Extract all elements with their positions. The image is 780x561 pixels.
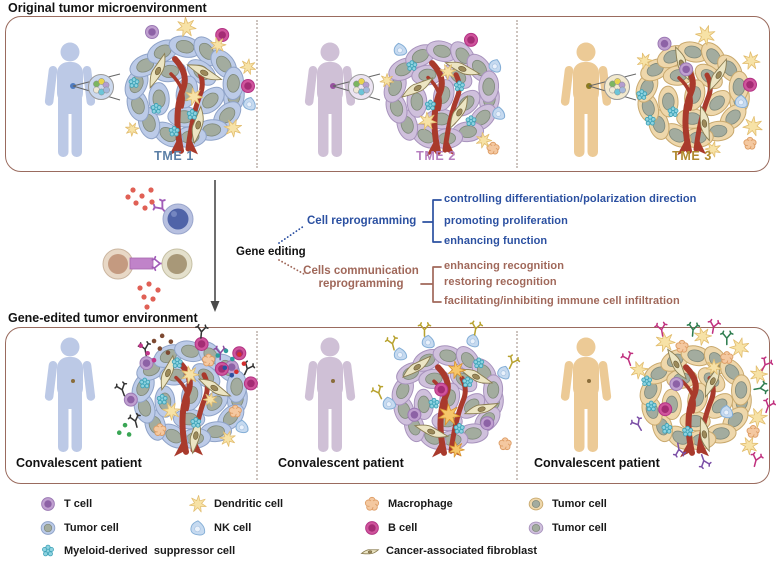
legend-item: Tumor cell bbox=[38, 518, 119, 538]
convalescent-patient-label: Convalescent patient bbox=[16, 456, 142, 470]
top-section-title: Original tumor microenvironment bbox=[8, 1, 207, 15]
nk-cell-icon bbox=[190, 520, 206, 536]
legend-label: T cell bbox=[64, 498, 93, 510]
legend-item: B cell bbox=[362, 518, 417, 538]
legend-item: Macrophage bbox=[362, 494, 453, 514]
label-line: Cells communication bbox=[303, 265, 419, 277]
legend-item: T cell bbox=[38, 494, 92, 514]
tree-item: restoring recognition bbox=[444, 276, 557, 288]
t-cell-icon bbox=[41, 497, 55, 511]
legend-item: NK cell bbox=[188, 518, 251, 538]
macrophage-icon bbox=[364, 496, 380, 511]
legend-item: Myeloid-derived suppressor cell bbox=[38, 541, 235, 561]
tme-2-label: TME 2 bbox=[416, 149, 456, 163]
panel-divider-icon bbox=[516, 20, 518, 168]
tree-item: enhancing function bbox=[444, 235, 548, 247]
gene-editing-label: Gene editing bbox=[236, 246, 306, 258]
label-line: reprogramming bbox=[318, 278, 404, 290]
legend-label: Tumor cell bbox=[552, 522, 607, 534]
legend-label: Tumor cell bbox=[64, 522, 119, 534]
caf-icon bbox=[360, 549, 380, 555]
cells-communication-reprogramming-label: Cells communication reprogramming bbox=[300, 265, 422, 291]
tme-1-label: TME 1 bbox=[154, 149, 194, 163]
tree-item: enhancing recognition bbox=[444, 260, 565, 272]
tree-item: promoting proliferation bbox=[444, 215, 568, 227]
legend-label: Macrophage bbox=[388, 498, 453, 510]
legend-label: Myeloid-derived suppressor cell bbox=[64, 545, 236, 557]
panel-divider-icon bbox=[256, 331, 258, 480]
tumor-cell-tan-icon bbox=[528, 497, 544, 511]
tree-item: facilitating/inhibiting immune cell infi… bbox=[444, 295, 680, 307]
legend-item: Cancer-associated fibroblast bbox=[360, 541, 537, 561]
dendritic-cell-icon bbox=[189, 495, 207, 513]
original-tme-box bbox=[5, 16, 770, 172]
legend-label: NK cell bbox=[214, 522, 252, 534]
bottom-section-title: Gene-edited tumor environment bbox=[8, 311, 198, 325]
cell-reprogramming-label: Cell reprogramming bbox=[307, 215, 417, 227]
tree-item: controlling differentiation/polarization… bbox=[444, 193, 697, 205]
convalescent-patient-label: Convalescent patient bbox=[534, 456, 660, 470]
legend-label: Dendritic cell bbox=[214, 498, 284, 510]
tumor-cell-blue-icon bbox=[40, 521, 56, 535]
panel-divider-icon bbox=[516, 331, 518, 480]
tme-3-label: TME 3 bbox=[672, 149, 712, 163]
convalescent-patient-label: Convalescent patient bbox=[278, 456, 404, 470]
legend-label: Tumor cell bbox=[552, 498, 607, 510]
panel-divider-icon bbox=[256, 20, 258, 168]
mdsc-icon bbox=[42, 544, 54, 557]
legend-item: Dendritic cell bbox=[188, 494, 283, 514]
legend-label: Cancer-associated fibroblast bbox=[386, 545, 537, 557]
tumor-cell-purple-icon bbox=[528, 521, 544, 535]
legend-item: Tumor cell bbox=[526, 494, 607, 514]
legend-label: B cell bbox=[388, 522, 418, 534]
b-cell-icon bbox=[365, 521, 379, 535]
legend-item: Tumor cell bbox=[526, 518, 607, 538]
